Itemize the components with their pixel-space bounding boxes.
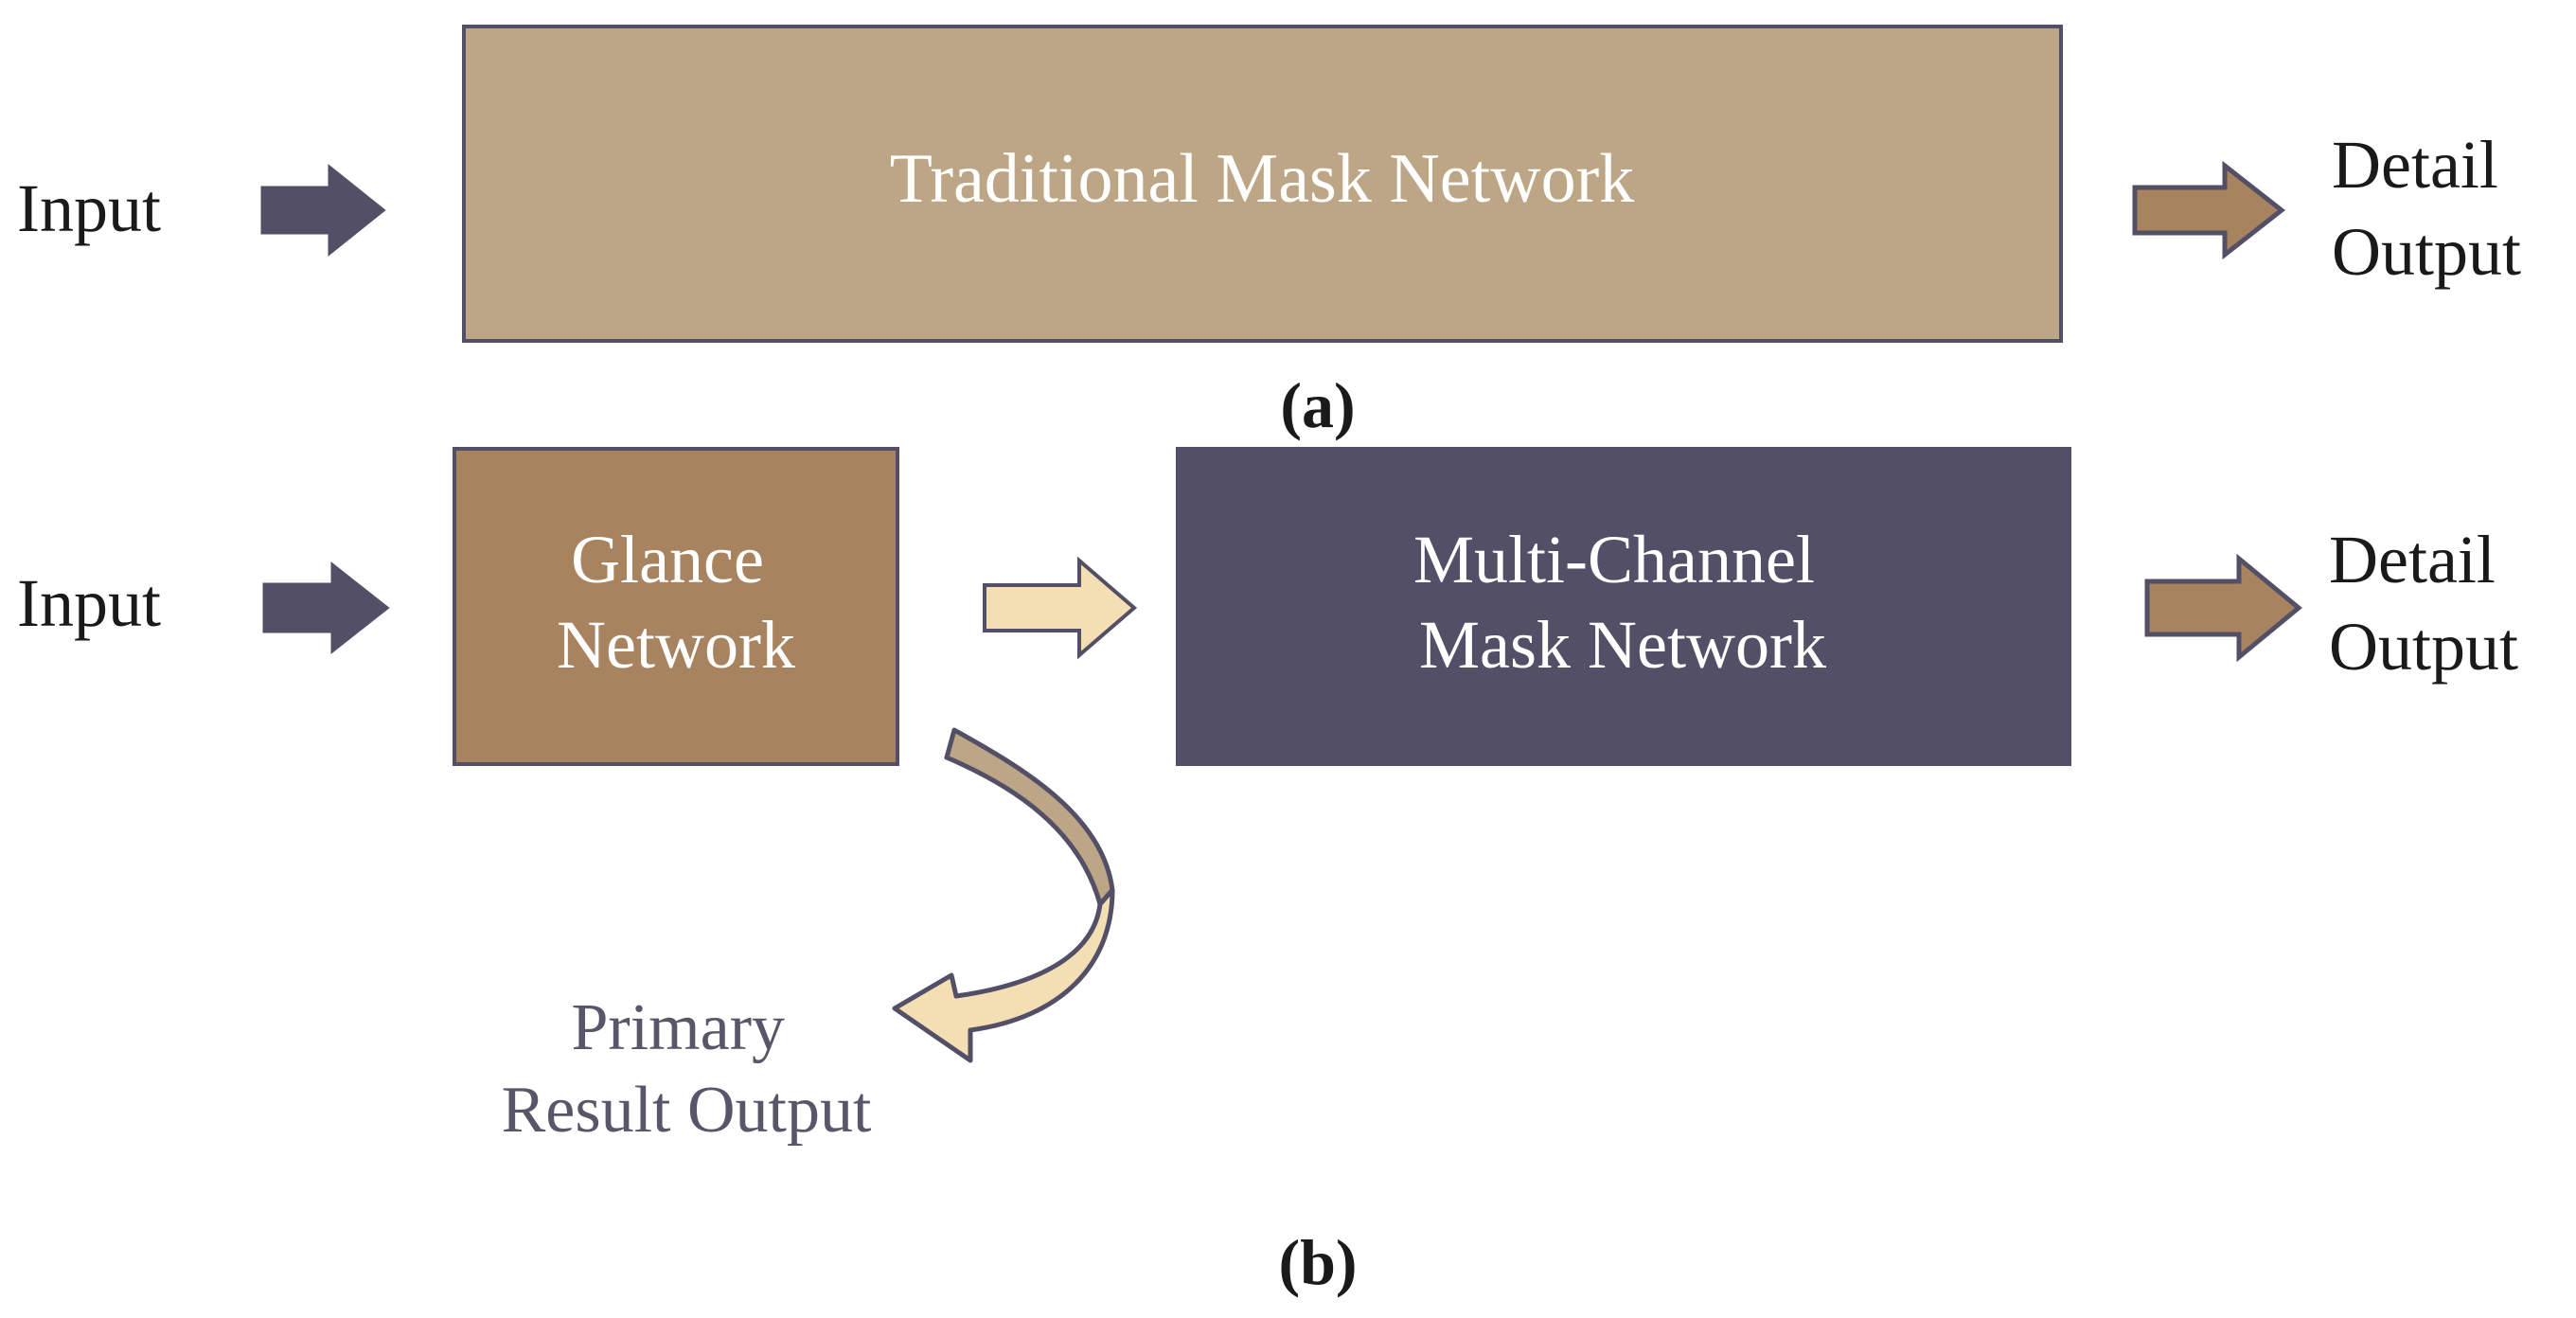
panel-b-caption: (b) [1278,1226,1357,1298]
glance-network-line-2: Network [557,607,795,683]
primary-result-line-1: Primary [571,991,785,1064]
multi-channel-mask-network-box [1176,447,2071,766]
panel-a-output-line-2: Output [2332,214,2521,290]
right-arrow-icon [983,556,1138,660]
panel-b-output-line-1: Detail [2329,522,2496,597]
panel-a-output-label: Detail Output [2332,127,2521,290]
panel-b-output-line-2: Output [2329,609,2518,685]
curved-arrow-icon [892,727,1115,1063]
primary-result-output-label: Primary Result Output [502,991,872,1147]
glance-network-label: Glance Network [557,522,795,683]
right-arrow-icon [259,555,395,661]
right-arrow-icon [2144,553,2302,663]
glance-network-line-1: Glance [571,522,764,597]
panel-b-output-label: Detail Output [2329,522,2518,685]
right-arrow-icon [258,157,391,263]
right-arrow-icon [2132,160,2286,260]
multi-channel-mask-network-label: Multi-Channel Mask Network [1413,522,1832,683]
panel-a-output-line-1: Detail [2332,127,2498,203]
panel-a-caption: (a) [1280,369,1355,441]
panel-a: Input Traditional Mask Network Detail Ou… [17,25,2521,441]
multi-channel-line-1: Multi-Channel [1413,522,1815,597]
traditional-mask-network-box [462,25,2063,343]
glance-network-box [453,447,899,766]
traditional-mask-network-label: Traditional Mask Network [890,140,1635,218]
panel-b: Input Glance Network Multi-Channel Mask … [17,447,2518,1298]
primary-result-line-2: Result Output [502,1074,872,1147]
multi-channel-line-2: Mask Network [1419,607,1826,683]
panel-a-input-label: Input [17,170,161,246]
panel-b-input-label: Input [17,565,161,641]
